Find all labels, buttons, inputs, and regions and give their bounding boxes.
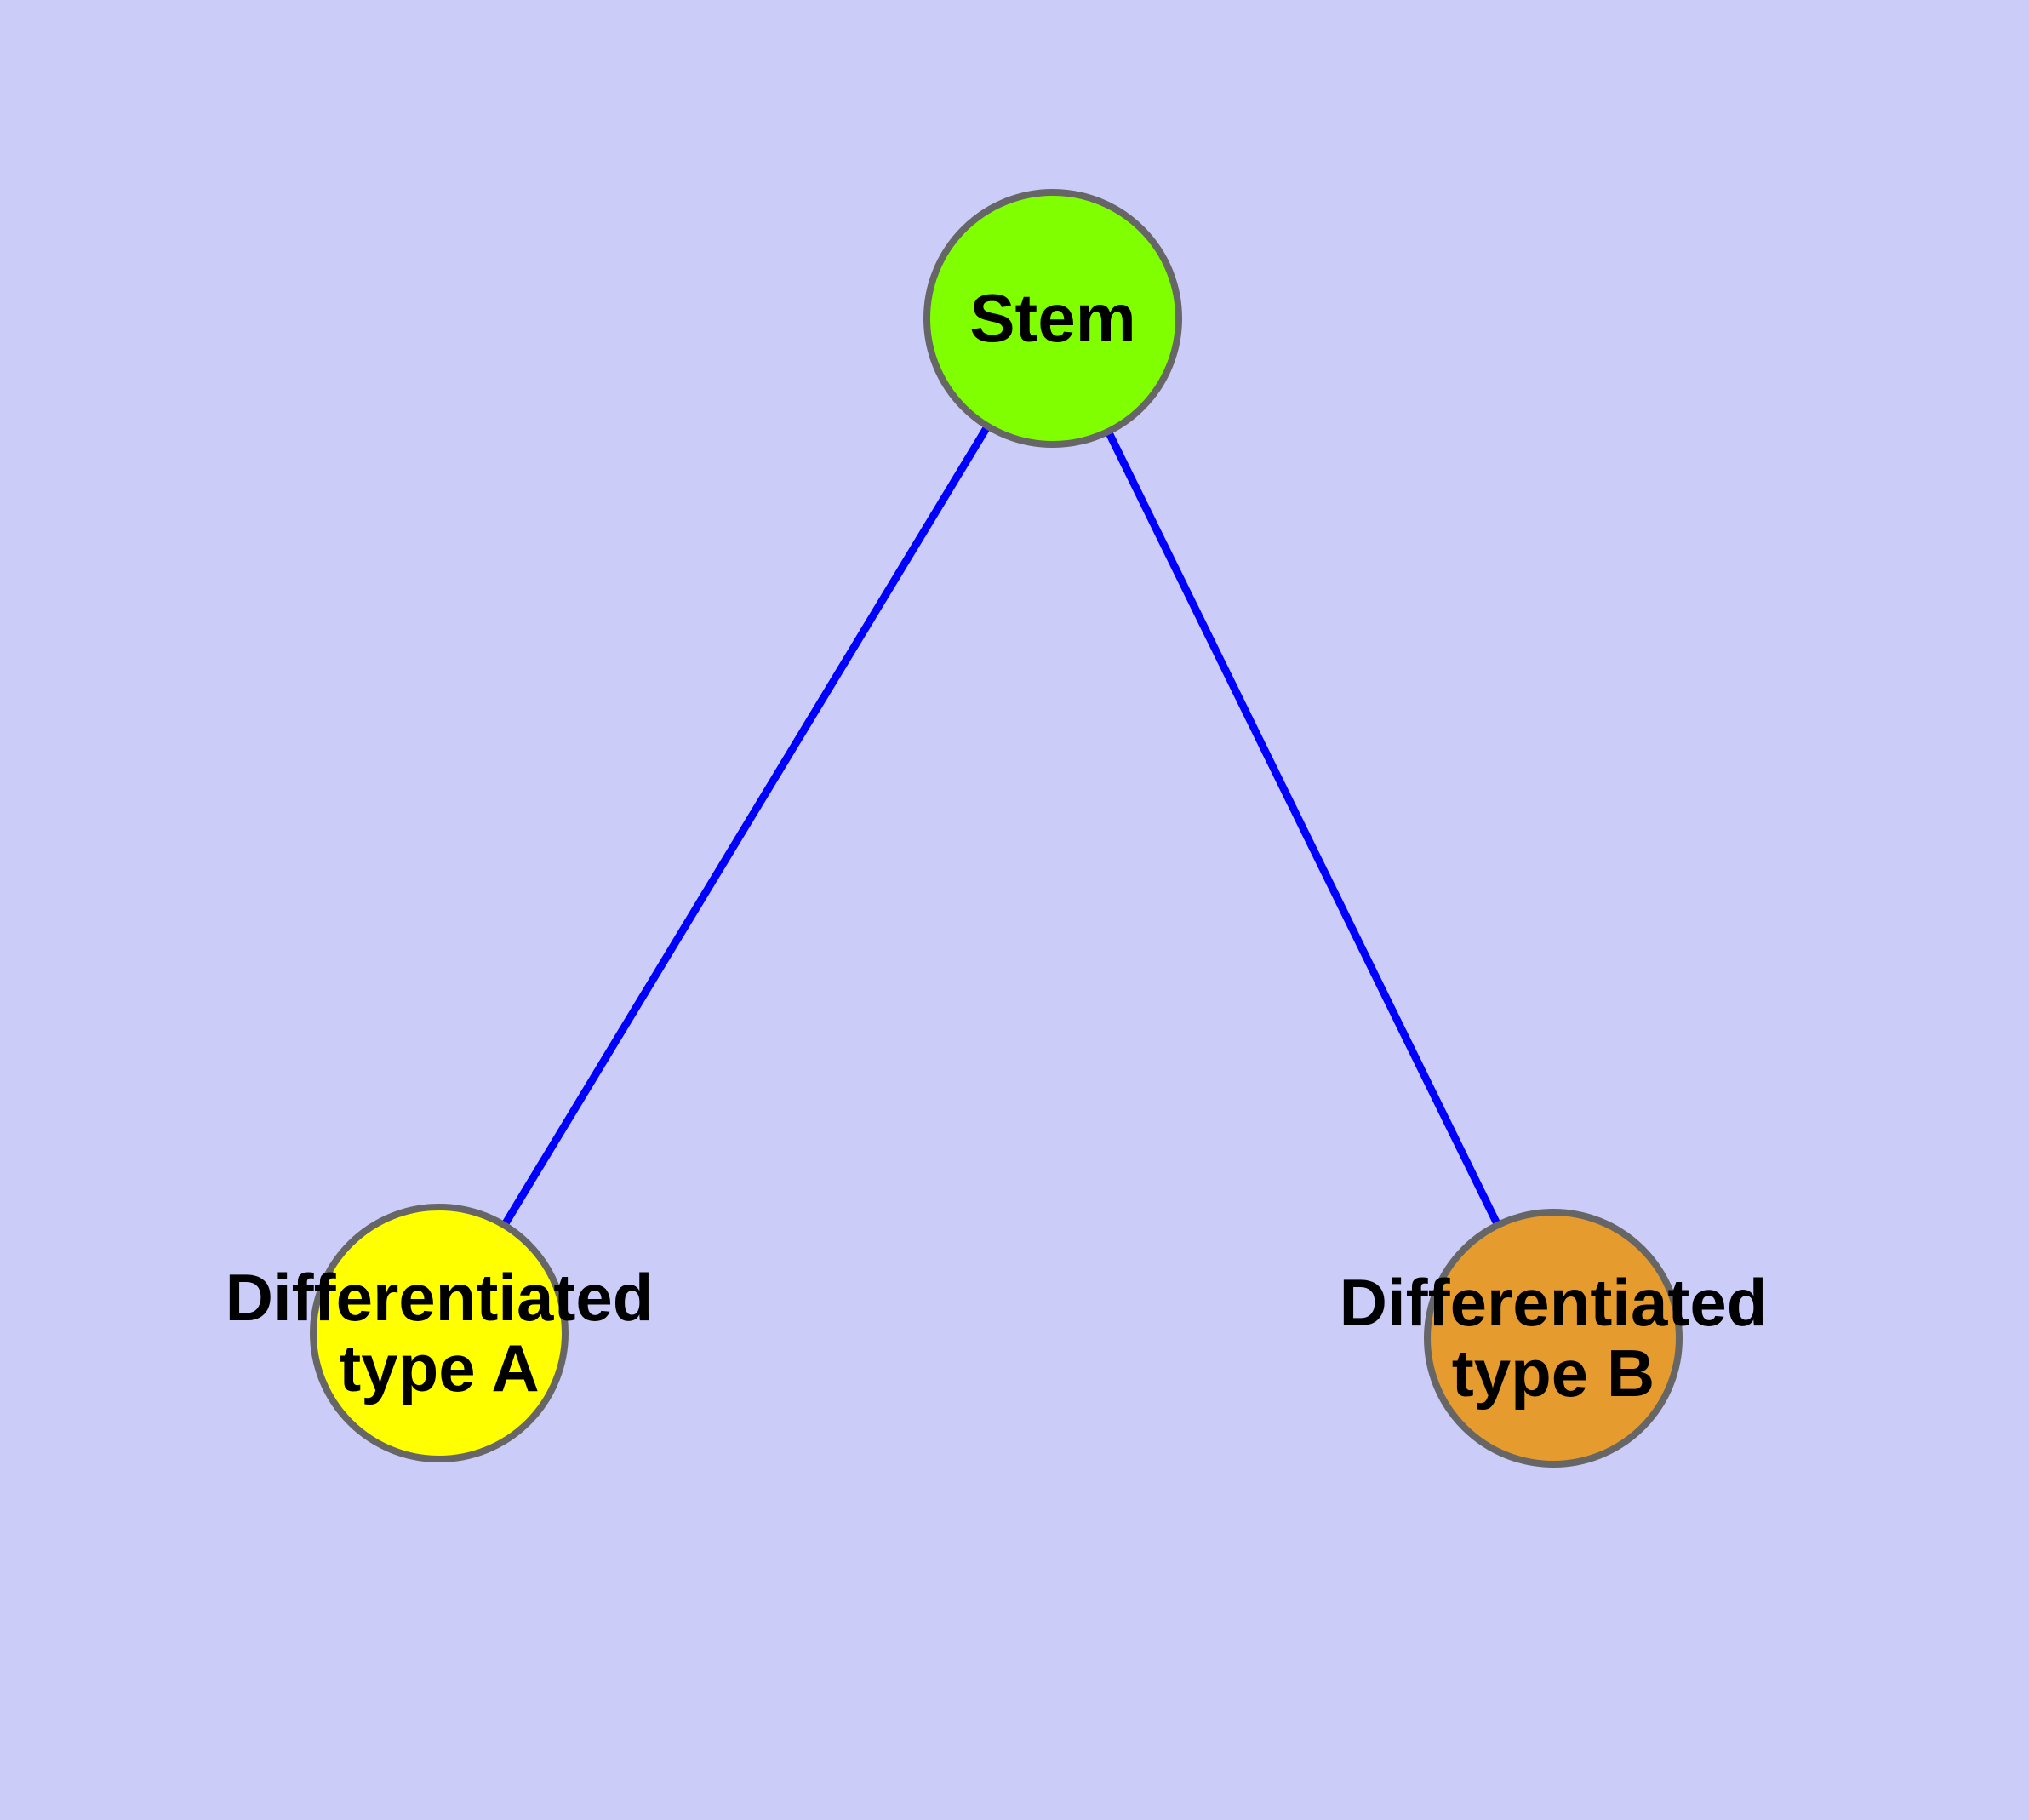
edge-stem-to-diff-a[interactable] [436,316,1056,1336]
edge-stem-to-diff-b[interactable] [1049,317,1557,1340]
node-differentiated-type-a[interactable] [310,1204,569,1462]
node-stem[interactable] [923,189,1182,448]
node-differentiated-type-b[interactable] [1424,1209,1683,1468]
